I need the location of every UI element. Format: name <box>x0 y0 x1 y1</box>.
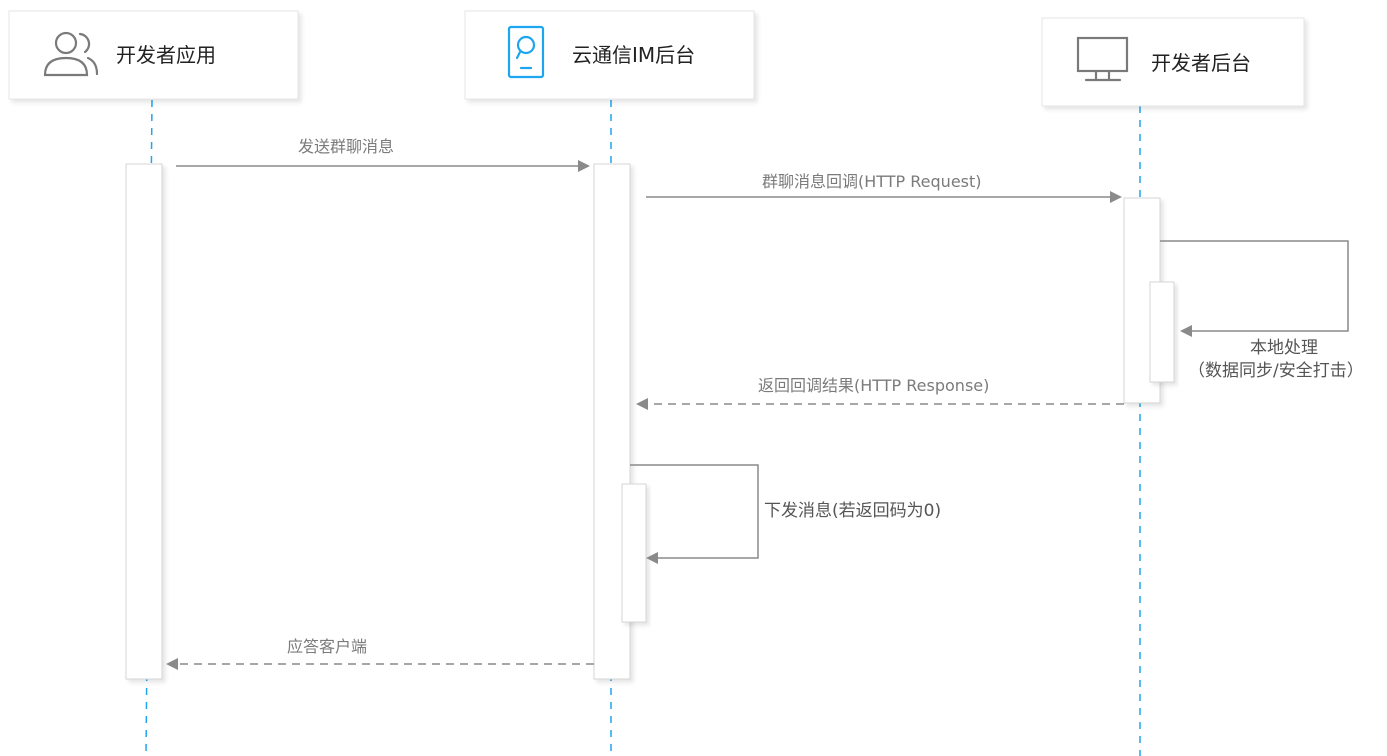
message-label: 群聊消息回调(HTTP Request) <box>762 172 982 191</box>
actor-im-backend: 云通信IM后台 <box>464 10 755 100</box>
monitor-icon <box>1076 36 1129 82</box>
message-deliver: 下发消息(若返回码为0) <box>630 464 941 564</box>
activation-bar-developer-backend-nested <box>1149 281 1175 383</box>
arrow-head <box>646 552 658 564</box>
users-icon <box>43 31 99 77</box>
arrow-head <box>1180 325 1192 337</box>
actor-developer-backend: 开发者后台 <box>1041 17 1305 107</box>
message-label: 本地处理 <box>1250 338 1318 358</box>
message-label: （数据同步/安全打击） <box>1188 361 1364 381</box>
message-reply-client: 应答客户端 <box>166 637 594 670</box>
arrow-head <box>1110 191 1122 203</box>
actor-label: 开发者后台 <box>1151 51 1251 75</box>
activation-bar-im-backend-nested <box>621 483 647 623</box>
actor-label: 开发者应用 <box>116 43 216 67</box>
arrow-head <box>636 398 648 410</box>
message-callback-response: 返回回调结果(HTTP Response) <box>636 376 1124 410</box>
message-label: 应答客户端 <box>287 637 367 656</box>
message-label: 发送群聊消息 <box>298 137 394 156</box>
actor-label: 云通信IM后台 <box>572 43 695 67</box>
chat-phone-icon <box>507 25 545 79</box>
message-label: 下发消息(若返回码为0) <box>764 501 941 521</box>
message-group-chat-callback: 群聊消息回调(HTTP Request) <box>646 172 1122 203</box>
actor-developer-app: 开发者应用 <box>8 10 299 100</box>
message-local-processing: 本地处理 （数据同步/安全打击） <box>1160 240 1364 381</box>
arrow-head <box>166 658 178 670</box>
message-label: 返回回调结果(HTTP Response) <box>758 376 989 395</box>
message-send-group-chat: 发送群聊消息 <box>176 137 590 172</box>
arrow-head <box>578 160 590 172</box>
activation-bar-developer-app <box>125 163 163 680</box>
